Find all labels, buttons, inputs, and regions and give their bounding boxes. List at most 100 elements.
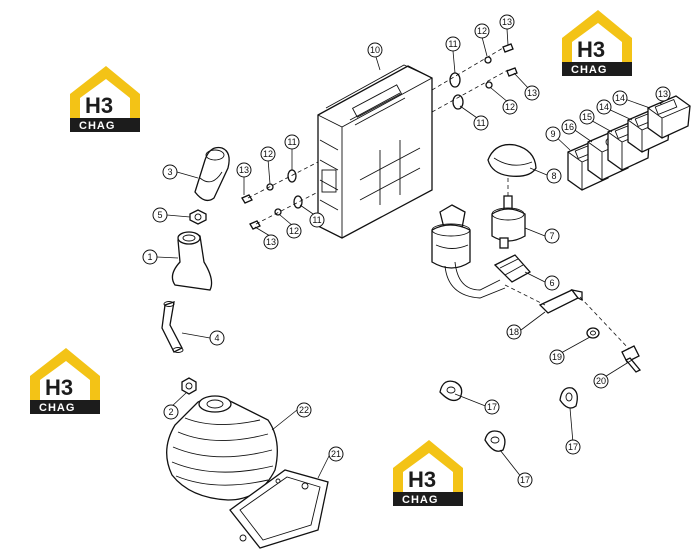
svg-text:11: 11 — [448, 39, 457, 49]
svg-text:14: 14 — [599, 102, 609, 112]
callout-21: 21 — [328, 446, 344, 462]
svg-text:11: 11 — [476, 118, 485, 128]
part-control-unit — [317, 64, 433, 239]
callout-13b: 13 — [524, 85, 540, 101]
svg-text:17: 17 — [568, 442, 578, 452]
callout-13c: 13 — [236, 162, 252, 178]
callout-19: 19 — [549, 349, 565, 365]
callout-17a: 17 — [484, 399, 500, 415]
svg-text:13: 13 — [527, 88, 537, 98]
svg-text:14: 14 — [615, 93, 625, 103]
brand-logo-top-left: H3 CHAG — [70, 66, 140, 132]
callout-13e: 13 — [655, 86, 671, 102]
part-clip-17c — [559, 387, 578, 409]
callout-14a: 14 — [596, 99, 612, 115]
callout-17c: 17 — [565, 439, 581, 455]
callout-20: 20 — [593, 373, 609, 389]
leader-lines — [156, 28, 669, 479]
part-clip-17a — [439, 380, 463, 402]
svg-text:18: 18 — [509, 327, 519, 337]
callout-12d: 12 — [286, 223, 302, 239]
callout-11d: 11 — [309, 212, 325, 228]
svg-text:20: 20 — [596, 376, 606, 386]
callout-9: 9 — [545, 126, 561, 142]
logo-sub: CHAG — [571, 64, 607, 76]
callout-13d: 13 — [263, 234, 279, 250]
brand-logo-bottom-center: H3 CHAG — [393, 440, 463, 506]
callout-7: 7 — [544, 228, 560, 244]
part-bellows-boot — [166, 395, 278, 501]
svg-text:12: 12 — [289, 226, 299, 236]
svg-text:22: 22 — [299, 405, 309, 415]
svg-text:21: 21 — [331, 449, 341, 459]
logo-mark: H3 — [577, 37, 605, 62]
svg-text:4: 4 — [214, 333, 219, 343]
callout-22: 22 — [296, 402, 312, 418]
callout-2: 2 — [163, 404, 179, 420]
part-switch-14b — [647, 95, 691, 139]
callout-12c: 12 — [260, 146, 276, 162]
callout-1: 1 — [142, 249, 158, 265]
callout-12a: 12 — [474, 23, 490, 39]
svg-text:13: 13 — [658, 89, 668, 99]
brand-logo-top-right: H3 CHAG — [562, 10, 632, 76]
svg-text:2: 2 — [168, 407, 173, 417]
part-bolt-20 — [621, 345, 642, 373]
svg-text:12: 12 — [263, 149, 273, 159]
callout-15: 15 — [579, 109, 595, 125]
callout-11c: 11 — [284, 134, 300, 150]
callout-5: 5 — [152, 207, 168, 223]
callout-12b: 12 — [502, 99, 518, 115]
svg-text:16: 16 — [564, 122, 574, 132]
svg-text:13: 13 — [266, 237, 276, 247]
part-frame — [229, 469, 329, 549]
logo-mark: H3 — [408, 467, 436, 492]
brand-logo-mid-left: H3 CHAG — [30, 348, 100, 414]
fastener-set-left — [241, 161, 319, 230]
svg-text:5: 5 — [157, 210, 162, 220]
svg-text:13: 13 — [239, 165, 249, 175]
logo-mark: H3 — [45, 375, 73, 400]
svg-text:19: 19 — [552, 352, 562, 362]
logo-sub: CHAG — [402, 494, 438, 506]
callout-14b: 14 — [612, 90, 628, 106]
svg-text:3: 3 — [167, 167, 172, 177]
svg-text:15: 15 — [582, 112, 592, 122]
callout-3: 3 — [162, 164, 178, 180]
part-clip-17b — [484, 430, 506, 452]
logo-sub: CHAG — [39, 402, 75, 414]
svg-text:11: 11 — [287, 137, 296, 147]
svg-text:8: 8 — [551, 171, 556, 181]
callout-13a: 13 — [499, 14, 515, 30]
svg-text:13: 13 — [502, 17, 512, 27]
callout-6: 6 — [544, 275, 560, 291]
part-bracket — [504, 284, 631, 351]
part-rotary-switch — [491, 195, 526, 249]
callout-4: 4 — [209, 330, 225, 346]
part-switch-knob — [487, 143, 537, 196]
svg-text:10: 10 — [370, 45, 380, 55]
callout-10: 10 — [367, 42, 383, 58]
svg-text:6: 6 — [549, 278, 554, 288]
svg-text:17: 17 — [487, 402, 497, 412]
part-nut-2 — [181, 377, 197, 395]
callout-11b: 11 — [473, 115, 489, 131]
part-ignition-switch — [431, 204, 532, 299]
svg-text:17: 17 — [520, 475, 530, 485]
fastener-set-right — [431, 43, 518, 113]
part-rod — [161, 301, 184, 353]
svg-text:1: 1 — [147, 252, 152, 262]
part-nut-5 — [189, 209, 207, 225]
svg-text:12: 12 — [505, 102, 515, 112]
callout-18: 18 — [506, 324, 522, 340]
svg-text:9: 9 — [550, 129, 555, 139]
part-washer-19 — [586, 327, 600, 339]
callout-16: 16 — [561, 119, 577, 135]
svg-text:7: 7 — [549, 231, 554, 241]
callout-8: 8 — [546, 168, 562, 184]
logo-mark: H3 — [85, 93, 113, 118]
svg-text:11: 11 — [312, 215, 321, 225]
part-lever-sleeve — [171, 231, 213, 291]
